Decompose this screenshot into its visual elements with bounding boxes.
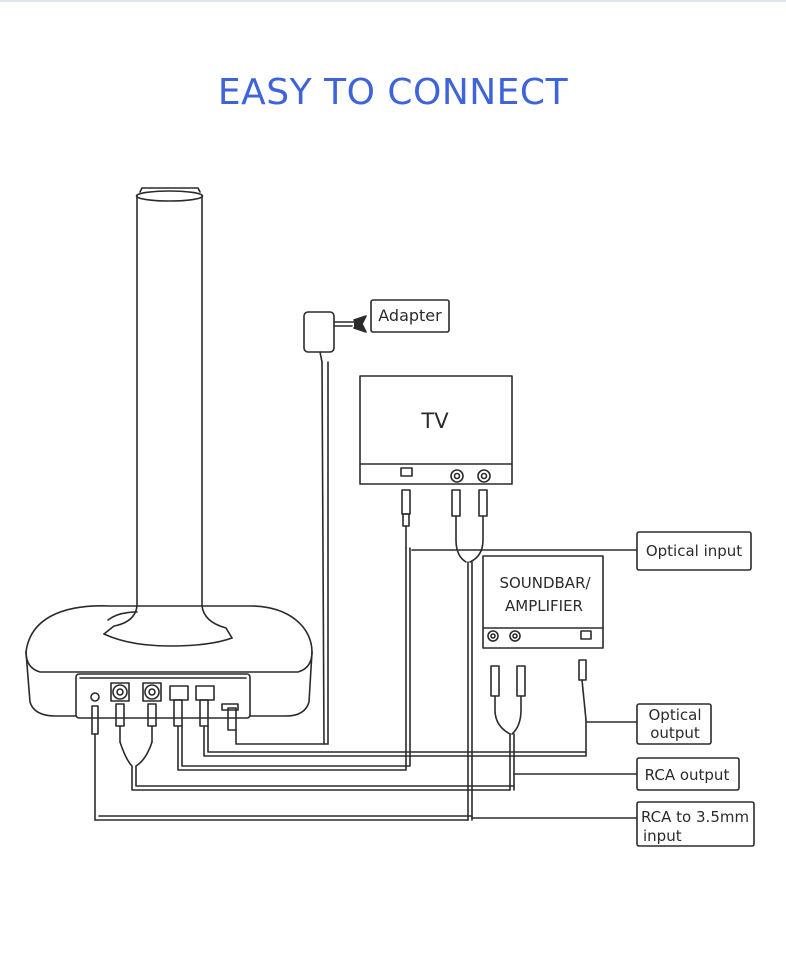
optical-output-label-line2: output: [650, 724, 700, 742]
tv-label: TV: [420, 409, 449, 433]
optical-output-label-line1: Optical: [649, 706, 702, 724]
soundbar-label-line2: AMPLIFIER: [505, 597, 583, 615]
top-divider: [0, 0, 786, 2]
adapter-label-box: [370, 299, 450, 333]
optical-output-label-box: [636, 703, 712, 745]
optical-input-label: Optical input: [646, 542, 742, 560]
soundbar-device: [482, 555, 604, 649]
leader-lines: [411, 549, 638, 819]
page-title: EASY TO CONNECT: [217, 72, 569, 113]
power-adapter: [235, 311, 367, 745]
cables: [94, 547, 587, 821]
optical-input-label-box: [636, 531, 752, 571]
adapter-label: Adapter: [378, 306, 442, 325]
rca-35-label-line1: RCA to 3.5mm: [641, 808, 749, 826]
transmitter-unit: [25, 187, 313, 719]
tv-device: [359, 375, 513, 485]
rca-35-label-box: [636, 801, 755, 847]
soundbar-plugs: [490, 659, 587, 791]
rca-35-label-line2: input: [643, 827, 682, 845]
tv-plugs: [401, 489, 488, 821]
rca-output-label: RCA output: [645, 766, 730, 784]
soundbar-label-line1: SOUNDBAR/: [499, 574, 591, 592]
